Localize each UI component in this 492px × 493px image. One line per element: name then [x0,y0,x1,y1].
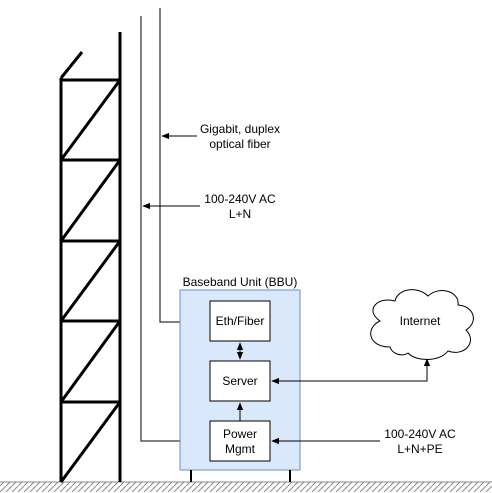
ground [0,481,492,492]
power-mgmt-box [209,420,271,462]
eth-fiber-box [209,300,271,342]
eth-fiber-label: Eth/Fiber [216,314,265,328]
server-label: Server [222,374,257,388]
bbu-title: Baseband Unit (BBU) [183,275,298,289]
internet-label: Internet [400,314,441,328]
power-mgmt-label-line2: Mgmt [225,442,256,456]
ac-ext-label-line1: 100-240V AC [384,427,456,441]
fiber-label-line2: optical fiber [209,137,270,151]
server-internet-link [271,358,431,385]
fiber-label-line1: Gigabit, duplex [200,122,280,136]
power-mgmt-label-line1: Power [223,427,257,441]
ac-ext-label-line2: L+N+PE [397,442,442,456]
ac-in-label-line2: L+N [229,207,251,221]
antenna-tower [59,32,122,483]
server-box [209,360,271,402]
ac-in-label-line1: 100-240V AC [204,192,276,206]
